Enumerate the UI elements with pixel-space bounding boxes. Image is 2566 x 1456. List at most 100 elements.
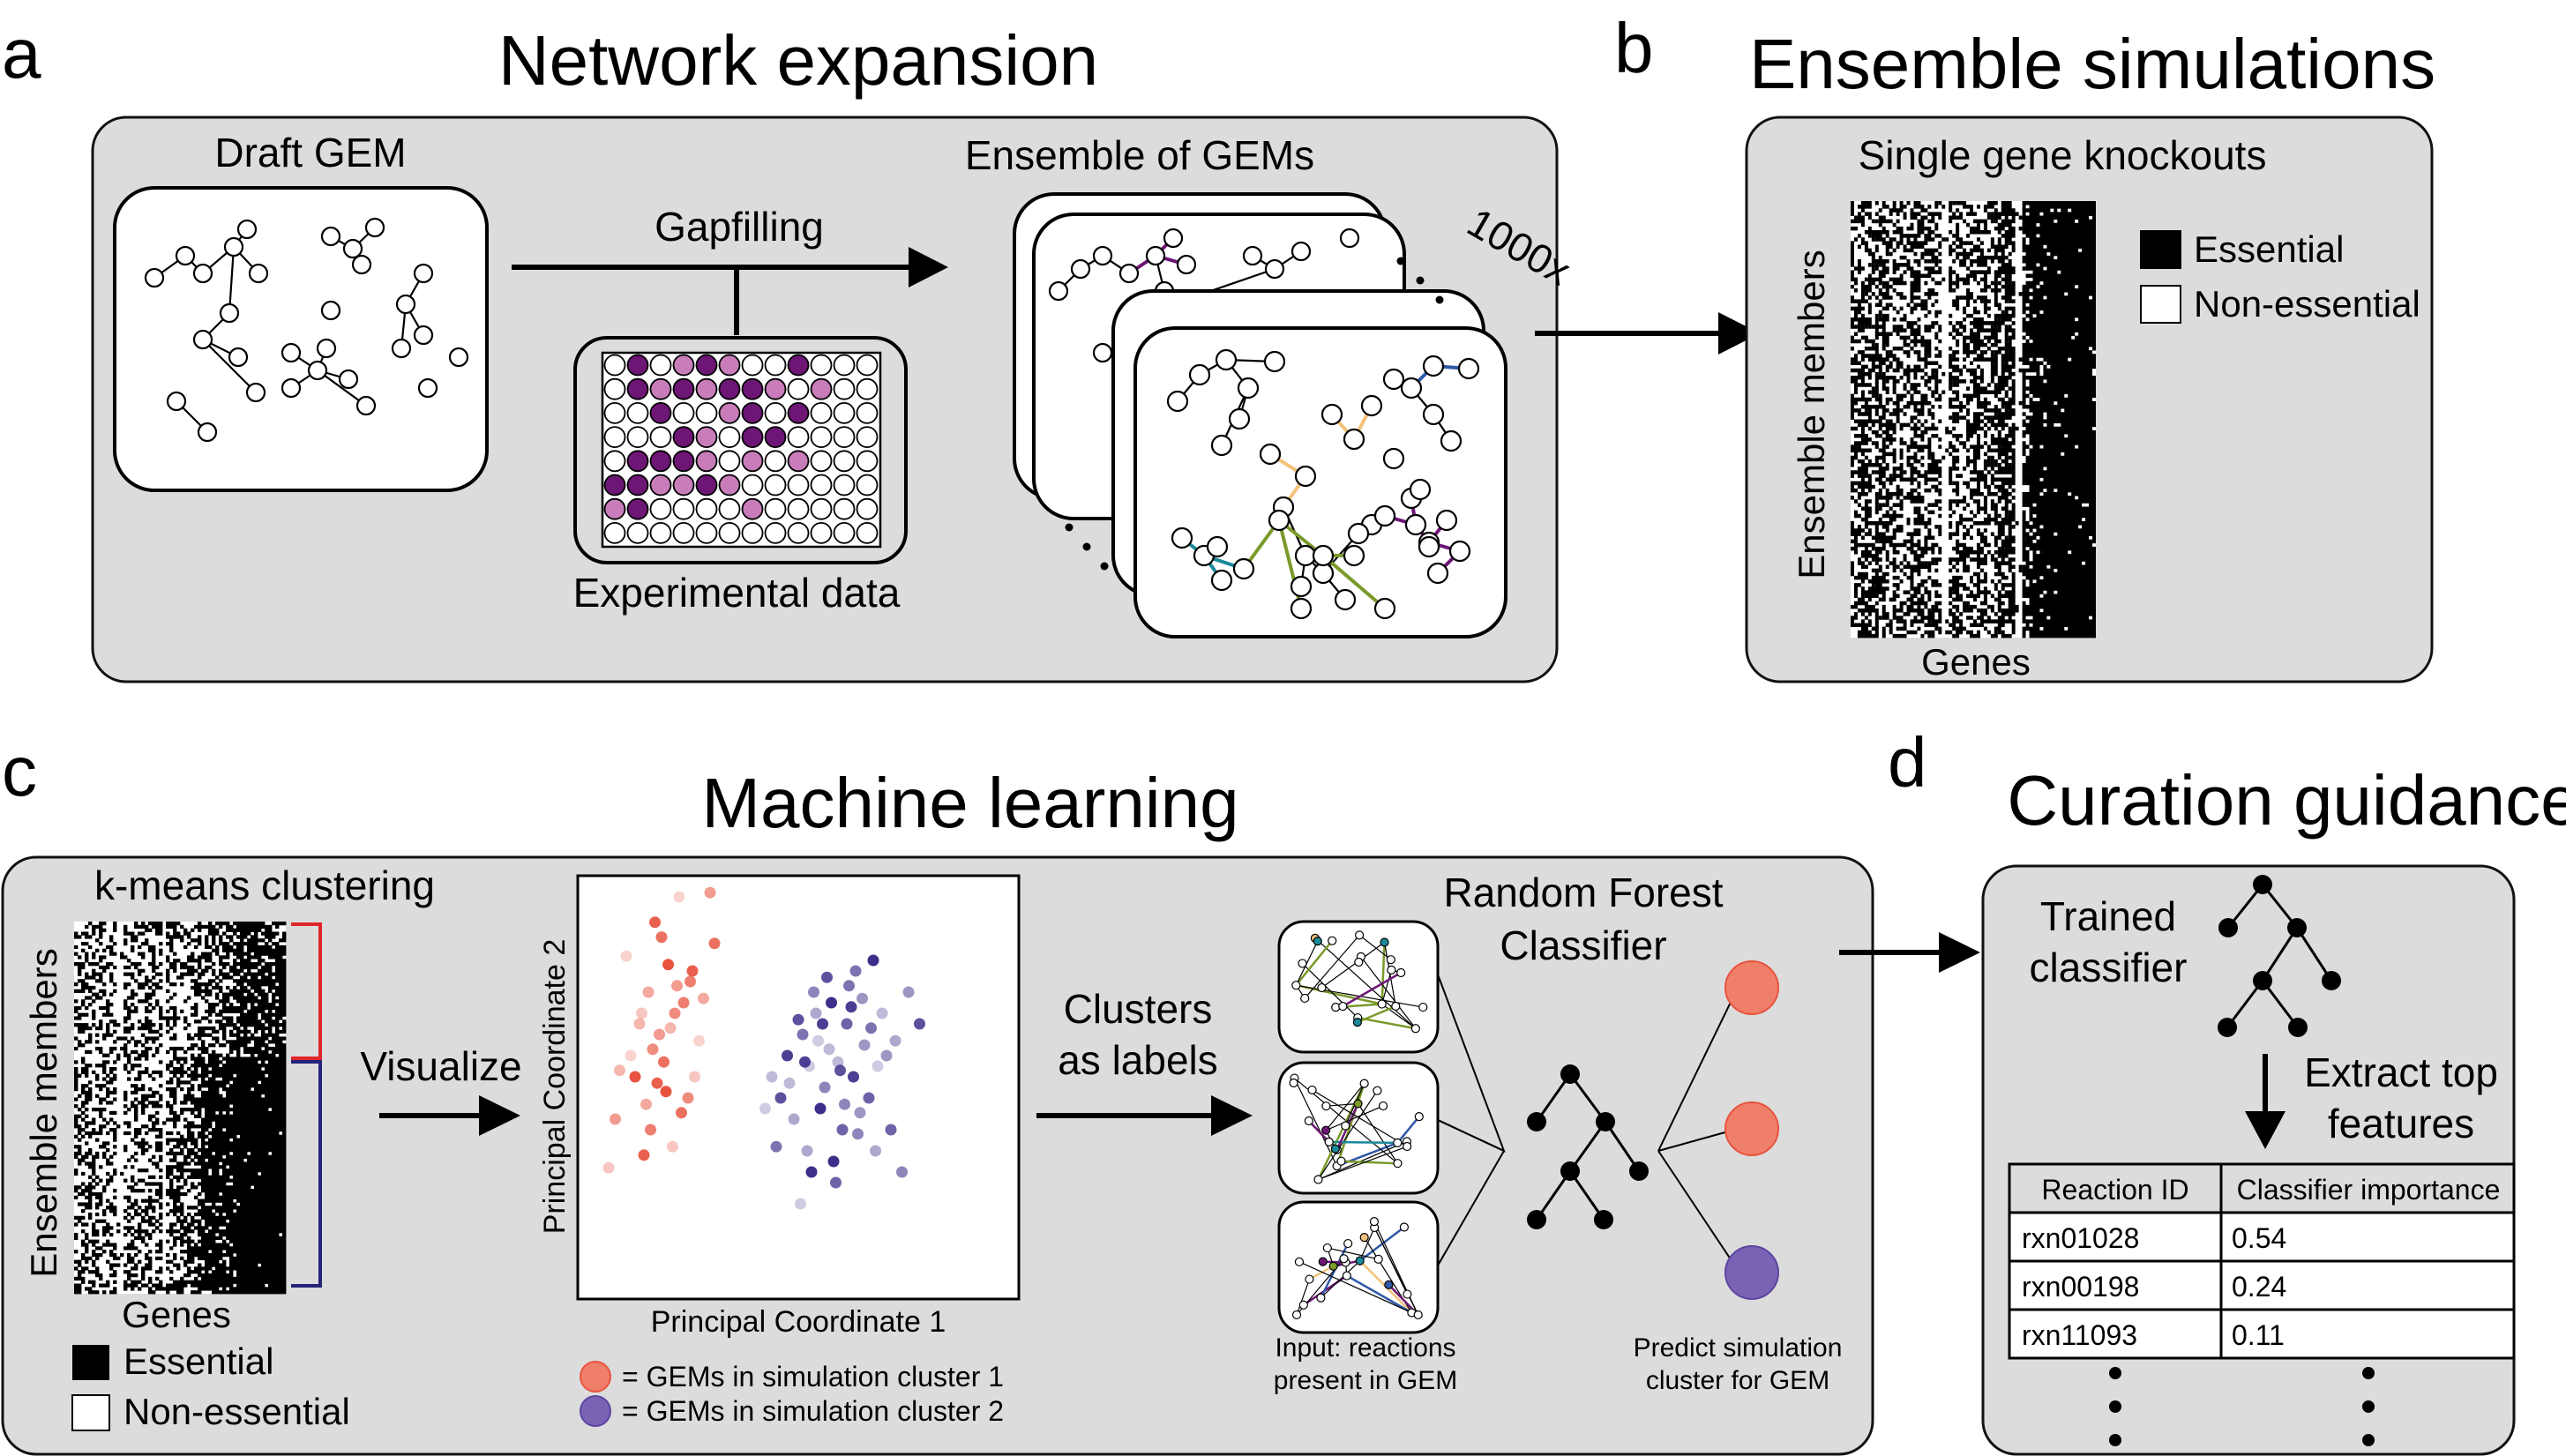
cluster1-point bbox=[677, 997, 690, 1009]
draft-node bbox=[281, 342, 302, 363]
cluster1-point bbox=[651, 1077, 663, 1089]
cluster2-point bbox=[867, 954, 879, 967]
panel-a-letter: a bbox=[2, 14, 41, 93]
cluster1-point bbox=[658, 1056, 670, 1068]
cluster2-point bbox=[889, 1034, 901, 1047]
cluster1-point bbox=[625, 1049, 637, 1062]
plate-well bbox=[672, 450, 695, 473]
plate-well bbox=[764, 377, 787, 400]
front-card-node bbox=[1426, 562, 1449, 585]
draft-node bbox=[248, 263, 269, 284]
cluster2-point bbox=[782, 1049, 793, 1062]
draft-node bbox=[192, 263, 213, 284]
plate-well bbox=[695, 474, 718, 497]
random-forest-tree bbox=[1437, 974, 1739, 1271]
cluster1-point bbox=[633, 1018, 646, 1030]
front-card-node bbox=[1312, 544, 1335, 567]
classifier-tree-node bbox=[2287, 918, 2307, 937]
knockouts-label: Single gene knockouts bbox=[1859, 132, 2267, 178]
plate-well bbox=[695, 426, 718, 449]
plate-well bbox=[695, 497, 718, 520]
plate-well bbox=[695, 450, 718, 473]
classifier-tree-node bbox=[2218, 1018, 2237, 1037]
cluster2-point bbox=[914, 1018, 925, 1030]
pcoa-plot-area bbox=[576, 874, 1021, 1301]
draft-node bbox=[320, 300, 341, 321]
plate-well bbox=[741, 354, 764, 377]
cluster2-point bbox=[870, 1145, 881, 1157]
panel-d-letter: d bbox=[1888, 723, 1927, 802]
plate-well bbox=[626, 497, 649, 520]
plate-well bbox=[764, 401, 787, 424]
cluster1-point bbox=[636, 1007, 647, 1019]
plate-well bbox=[741, 474, 764, 497]
rf-label-1: Random Forest bbox=[1443, 870, 1723, 915]
table-header-row bbox=[2008, 1162, 2516, 1214]
cluster2-point bbox=[843, 980, 855, 992]
rf-tree-node bbox=[1594, 1210, 1613, 1229]
plate-well bbox=[741, 497, 764, 520]
plate-well bbox=[764, 497, 787, 520]
cluster1-point bbox=[673, 891, 685, 903]
cluster2-point bbox=[817, 1018, 828, 1030]
plate-well bbox=[672, 522, 695, 544]
front-card-node bbox=[1435, 509, 1458, 532]
rf-tree-node bbox=[1560, 1064, 1580, 1084]
plate-well bbox=[856, 354, 879, 377]
draft-node bbox=[364, 217, 385, 238]
legend-c-nonessential-label: Non-essential bbox=[123, 1391, 350, 1432]
input-label-1: Input: reactions bbox=[1275, 1333, 1455, 1363]
front-card-node bbox=[1294, 544, 1317, 567]
cluster2-point bbox=[880, 1049, 893, 1062]
a-to-b-arrow bbox=[1535, 312, 1760, 355]
plate-well bbox=[603, 426, 626, 449]
plate-well bbox=[603, 497, 626, 520]
cluster2-point bbox=[854, 1107, 866, 1119]
draft-node bbox=[448, 347, 469, 368]
cluster1-point bbox=[662, 959, 674, 971]
plate-well bbox=[833, 497, 856, 520]
cluster2-point bbox=[872, 1060, 884, 1072]
experimental-plate bbox=[573, 336, 908, 564]
cluster2-point bbox=[885, 1124, 897, 1136]
plate-well bbox=[787, 354, 810, 377]
cluster1-point bbox=[682, 1092, 694, 1104]
cluster2-point bbox=[841, 1018, 853, 1030]
plate-well bbox=[718, 401, 741, 424]
cluster1-point bbox=[667, 1140, 678, 1153]
cluster1-bracket bbox=[291, 922, 322, 1060]
input-gem-card bbox=[1277, 1061, 1440, 1195]
front-card-node bbox=[1290, 575, 1313, 598]
front-card-node bbox=[1294, 465, 1317, 488]
panel-b-letter: b bbox=[1614, 9, 1654, 87]
table-header-reaction: Reaction ID bbox=[2041, 1174, 2188, 1206]
cluster1-point bbox=[686, 965, 699, 977]
plate-well bbox=[810, 401, 833, 424]
classifier-tree-node bbox=[2253, 971, 2272, 990]
classifier-tree-node bbox=[2253, 875, 2272, 894]
cluster2-point bbox=[801, 1145, 813, 1157]
panel-a-title: Network expansion bbox=[498, 21, 1098, 100]
cluster2-point bbox=[812, 1034, 824, 1047]
draft-node bbox=[342, 238, 363, 259]
front-card-node bbox=[1343, 428, 1365, 451]
front-card-node bbox=[1228, 407, 1251, 430]
panel-c-letter: c bbox=[2, 732, 37, 810]
plate-well bbox=[626, 450, 649, 473]
plate-well bbox=[672, 497, 695, 520]
output-cluster2-node bbox=[1724, 1245, 1779, 1300]
plate-well bbox=[787, 474, 810, 497]
draft-node bbox=[338, 369, 359, 390]
rf-label-2: Classifier bbox=[1500, 922, 1666, 968]
draft-node bbox=[413, 325, 434, 346]
front-card-node bbox=[1422, 355, 1445, 377]
front-card-node bbox=[1263, 350, 1286, 373]
cluster1-point bbox=[664, 1022, 677, 1034]
cluster1-point bbox=[620, 950, 632, 962]
plate-well bbox=[833, 450, 856, 473]
cluster1-point bbox=[629, 1071, 641, 1083]
cluster1-point bbox=[602, 1161, 615, 1174]
input-gem-card bbox=[1277, 920, 1440, 1054]
plate-well bbox=[810, 522, 833, 544]
front-card-node bbox=[1334, 588, 1357, 611]
